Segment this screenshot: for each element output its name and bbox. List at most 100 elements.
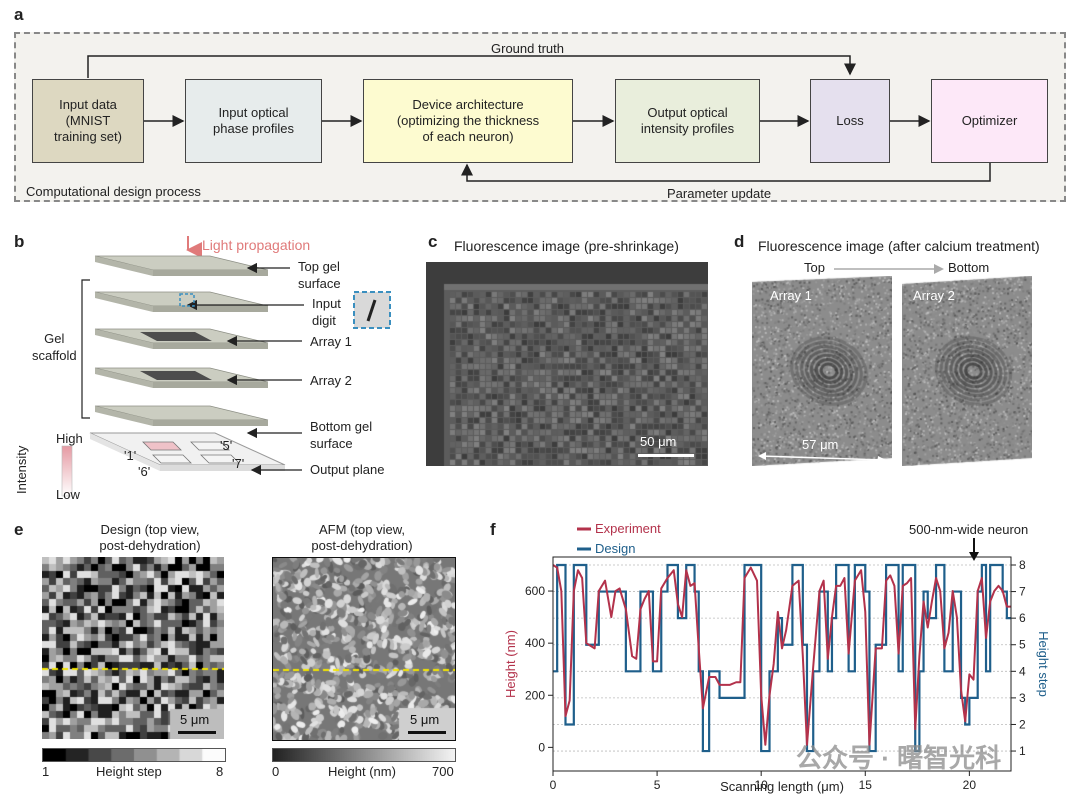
top-label: Top — [804, 260, 825, 275]
array-pattern — [140, 371, 212, 380]
afm-title: AFM (top view,post-dehydration) — [272, 522, 452, 554]
afm-title-text: AFM (top view,post-dehydration) — [311, 522, 413, 553]
scale-label-e2: 5 μm — [410, 712, 440, 727]
y2-axis-label: Height step — [1036, 631, 1051, 697]
box-optimizer-text: Optimizer — [961, 113, 1018, 128]
scale-bar-e1 — [178, 731, 216, 734]
cb2-min: 0 — [272, 764, 280, 779]
y2-tick-label: 4 — [1019, 664, 1026, 678]
panel-d-title: Fluorescence image (after calcium treatm… — [758, 238, 1040, 254]
panel-f-label: f — [490, 520, 496, 539]
intensity-high: High — [56, 431, 83, 446]
y2-tick-label: 3 — [1019, 691, 1026, 705]
box-device-architecture-text: Device architecture(optimizing the thick… — [396, 97, 540, 144]
array2-fluorescence-image — [902, 276, 1032, 466]
y-tick-label: 600 — [525, 584, 545, 598]
bottom-label: Bottom — [948, 260, 990, 275]
pre-shrinkage-canvas — [426, 262, 708, 466]
x-tick-label: 10 — [755, 778, 769, 792]
x-tick-label: 20 — [963, 778, 977, 792]
neuron-annotation: 500-nm-wide neuron — [909, 522, 1029, 537]
plot-frame — [552, 556, 1012, 772]
cb1-max: 8 — [216, 764, 224, 779]
x-tick-label: 15 — [859, 778, 873, 792]
scale-arrow-d — [758, 452, 886, 464]
light-propagation-label: Light propagation — [202, 237, 311, 253]
panel-a-label: a — [14, 5, 24, 24]
box-loss: Loss — [810, 79, 890, 163]
y-tick-label: 200 — [525, 688, 545, 702]
y-axis-label: Height (nm) — [503, 630, 518, 698]
y2-tick-label: 1 — [1019, 744, 1026, 758]
ground-truth-label: Ground truth — [491, 41, 564, 56]
digit-5: '5' — [220, 438, 233, 453]
panel-a-arrows — [87, 55, 991, 182]
afm-heightmap — [272, 557, 456, 741]
layer-label-array2: Array 2 — [310, 373, 352, 388]
x-axis-label: Scanning length (μm) — [720, 779, 844, 794]
cb2-label: Height (nm) — [328, 764, 396, 779]
layer-label-array1: Array 1 — [310, 334, 352, 349]
y-tick-label: 400 — [525, 636, 545, 650]
x-tick-label: 0 — [550, 778, 557, 792]
scale-bar-c — [638, 454, 694, 457]
box-device-architecture: Device architecture(optimizing the thick… — [363, 79, 573, 163]
scale-label-d: 57 μm — [802, 437, 839, 452]
scale-bar-e2 — [408, 731, 446, 734]
fluorescence-pre-shrinkage-image: 50 μm — [426, 262, 708, 466]
scale-label-c: 50 μm — [640, 434, 677, 449]
intensity-low: Low — [56, 487, 80, 502]
array2-label: Array 2 — [913, 288, 955, 303]
legend-label-experiment: Experiment — [595, 521, 661, 536]
neuron-arrow — [969, 538, 979, 561]
digit-6: '6' — [138, 464, 151, 479]
panel-c-title: Fluorescence image (pre-shrinkage) — [454, 238, 679, 254]
scale-label-e1: 5 μm — [180, 712, 210, 727]
legend-label-design: Design — [595, 541, 635, 556]
array-pattern — [140, 332, 212, 341]
y2-tick-label: 7 — [1019, 585, 1026, 599]
array1-fluorescence-image — [752, 276, 892, 466]
y2-tick-label: 6 — [1019, 611, 1026, 625]
cb2-max: 700 — [432, 764, 454, 779]
y2-tick-label: 8 — [1019, 558, 1026, 572]
design-title-text: Design (top view,post-dehydration) — [99, 522, 201, 553]
panel-e-label: e — [14, 520, 24, 539]
y-tick-label: 0 — [538, 740, 545, 754]
panel-d-label: d — [734, 232, 745, 251]
layer-label-output: Output plane — [310, 462, 385, 477]
chart-series — [552, 563, 1011, 753]
array1-label: Array 1 — [770, 288, 812, 303]
height-step-colorbar — [42, 748, 226, 762]
frame-caption: Computational design process — [26, 184, 201, 199]
parameter-update-label: Parameter update — [667, 186, 772, 201]
y2-tick-label: 2 — [1019, 717, 1026, 731]
cb1-min: 1 — [42, 764, 50, 779]
panel-c-label: c — [428, 232, 438, 251]
design-heightmap — [42, 557, 224, 739]
box-loss-text: Loss — [836, 113, 864, 128]
height-nm-colorbar — [272, 748, 456, 762]
box-optimizer: Optimizer — [931, 79, 1048, 163]
watermark: 公众号 · 曙智光科 — [796, 743, 1002, 773]
x-tick-label: 5 — [654, 778, 661, 792]
panel-b-label: b — [14, 232, 25, 251]
top-bottom-arrow — [834, 264, 944, 274]
intensity-axis-label: Intensity — [14, 445, 29, 494]
cb1-label: Height step — [96, 764, 162, 779]
